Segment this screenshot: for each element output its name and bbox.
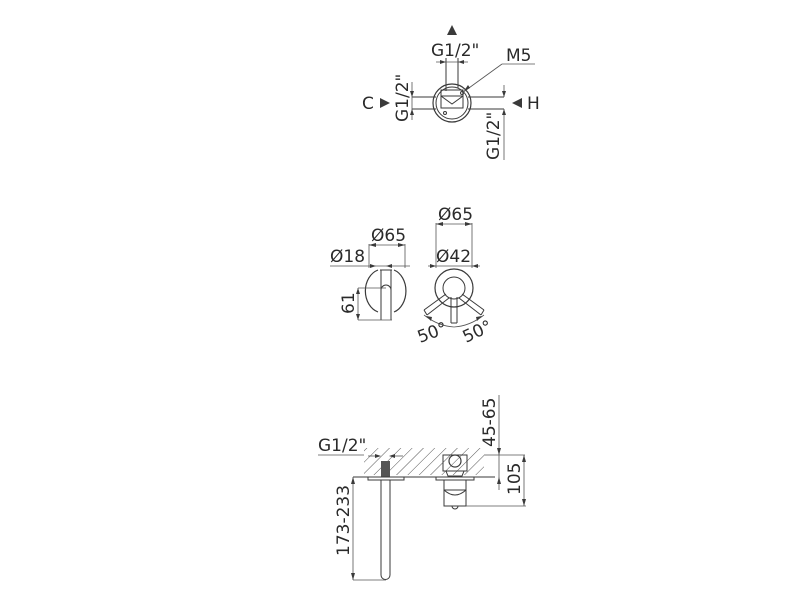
left-thread-label: G1/2" (393, 74, 413, 122)
side-diameter-outer-label: Ø65 (371, 226, 406, 246)
top-view: G1/2" M5 G1/2" C G1/2" (362, 25, 540, 160)
front-diameter-outer-label: Ø65 (438, 205, 473, 225)
handle-diameter-label: Ø18 (330, 247, 365, 267)
hot-inlet-arrow-icon (512, 98, 522, 108)
side-height-label: 61 (339, 292, 359, 314)
flow-up-arrow-icon (447, 25, 457, 35)
wall-depth-label: 45-65 (480, 398, 500, 447)
side-handle-view: Ø65 Ø18 61 (330, 226, 410, 321)
front-handle-view: Ø65 Ø42 50° 50° (415, 205, 496, 348)
angle-right-label: 50° (460, 317, 496, 348)
body-projection-label: 105 (505, 463, 525, 495)
angle-left-label: 50° (415, 319, 450, 348)
top-thread-label: G1/2" (431, 41, 479, 61)
spout-length-label: 173-233 (334, 485, 354, 556)
right-thread-label: G1/2" (484, 112, 504, 160)
spout-thread-label: G1/2" (318, 436, 366, 456)
screw-label: M5 (506, 46, 531, 66)
cold-inlet-arrow-icon (380, 98, 390, 108)
side-section-view: G1/2" 173-233 45-65 (318, 395, 526, 581)
cold-label: C (362, 94, 374, 114)
front-diameter-inner-label: Ø42 (436, 247, 471, 267)
hot-label: H (527, 94, 540, 114)
